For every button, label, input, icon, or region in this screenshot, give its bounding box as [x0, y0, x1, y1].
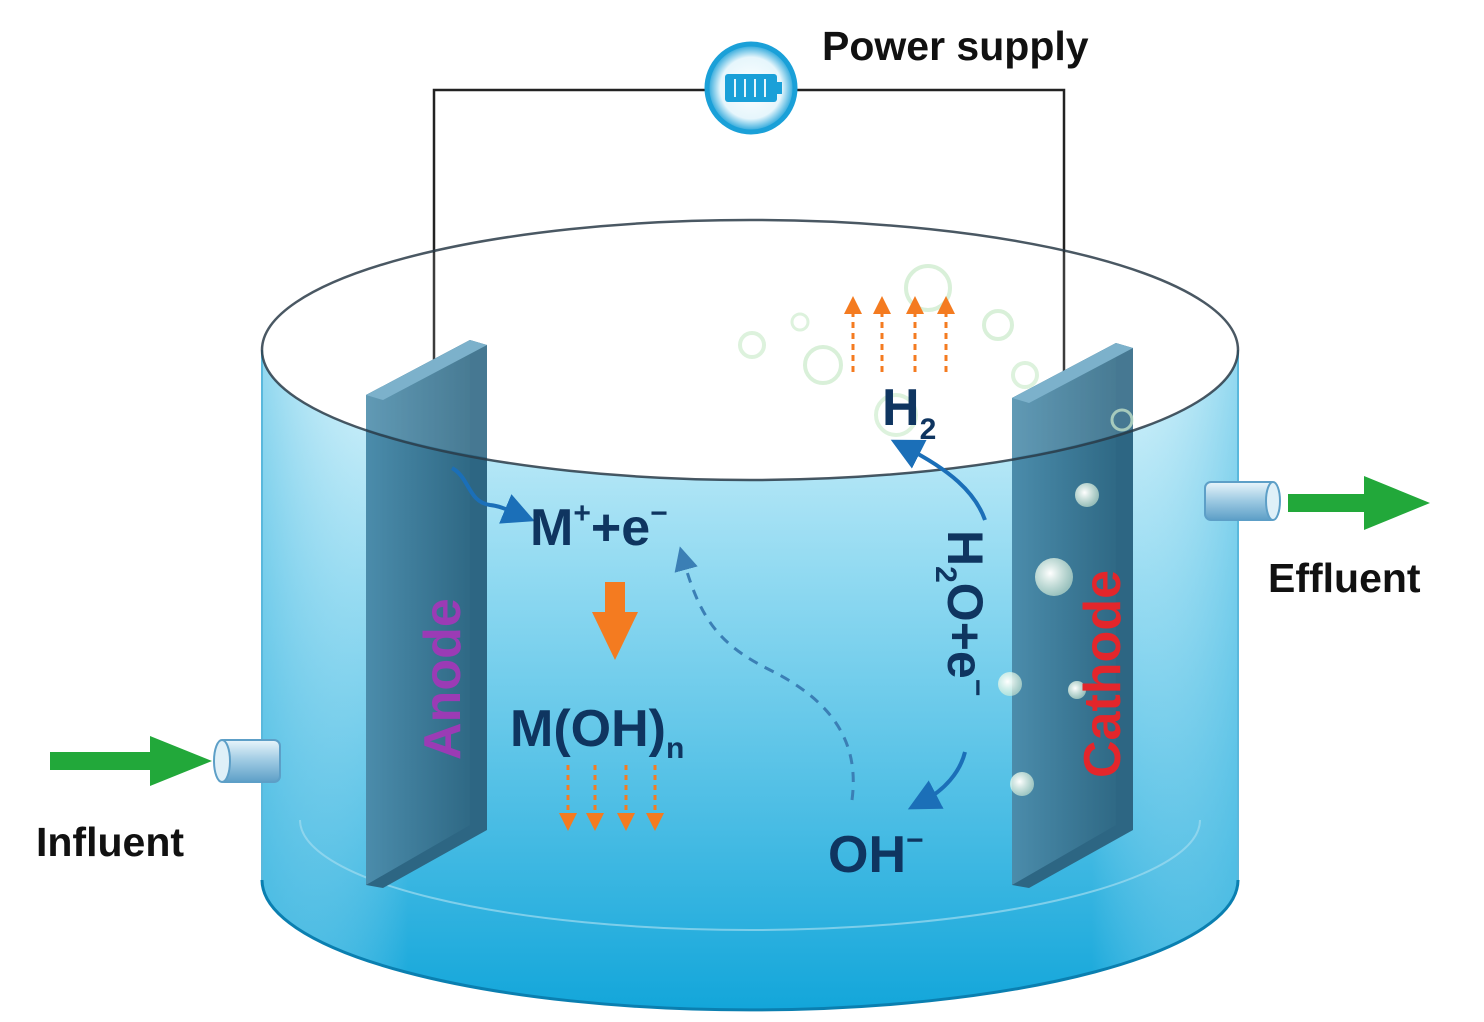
wire-cathode [790, 88, 1066, 380]
hydroxide-ion: OH− [828, 824, 924, 884]
h2-rising-arrows [844, 296, 955, 372]
circuit [432, 41, 1066, 380]
influent-arrow [50, 736, 212, 786]
inlet [50, 736, 281, 786]
wire-anode [432, 88, 710, 360]
battery-icon [725, 74, 782, 102]
anode-to-m-arrow [450, 466, 535, 524]
orange-down-arrow [592, 582, 638, 660]
effluent-label: Effluent [1268, 555, 1421, 601]
outlet [1204, 476, 1430, 530]
metal-ion-reaction: M++e− [530, 497, 668, 557]
tank-inner-bottom [299, 819, 1201, 931]
tank-bottom-rim [260, 879, 1240, 1012]
tank-top-surface [264, 222, 1236, 478]
power-supply-label: Power supply [822, 23, 1089, 69]
anode-label: Anode [414, 598, 472, 760]
cathode-label: Cathode [1074, 570, 1132, 778]
tank-top-rim [260, 218, 1240, 482]
water-to-oh-arrow [907, 751, 967, 810]
hydrogen-bubbles [738, 264, 1134, 796]
water-reduction: H2O+e− [929, 530, 994, 696]
oh-to-m-dashed-arrow [674, 546, 855, 801]
influent-label: Influent [36, 819, 184, 865]
cathode-electrode [1012, 343, 1133, 888]
anode-electrode [366, 340, 487, 888]
hydrogen-gas: H2 [882, 379, 936, 446]
water-to-h2-arrow [890, 439, 987, 521]
metal-hydroxide: M(OH)n [510, 700, 684, 765]
effluent-arrow [1288, 476, 1430, 530]
